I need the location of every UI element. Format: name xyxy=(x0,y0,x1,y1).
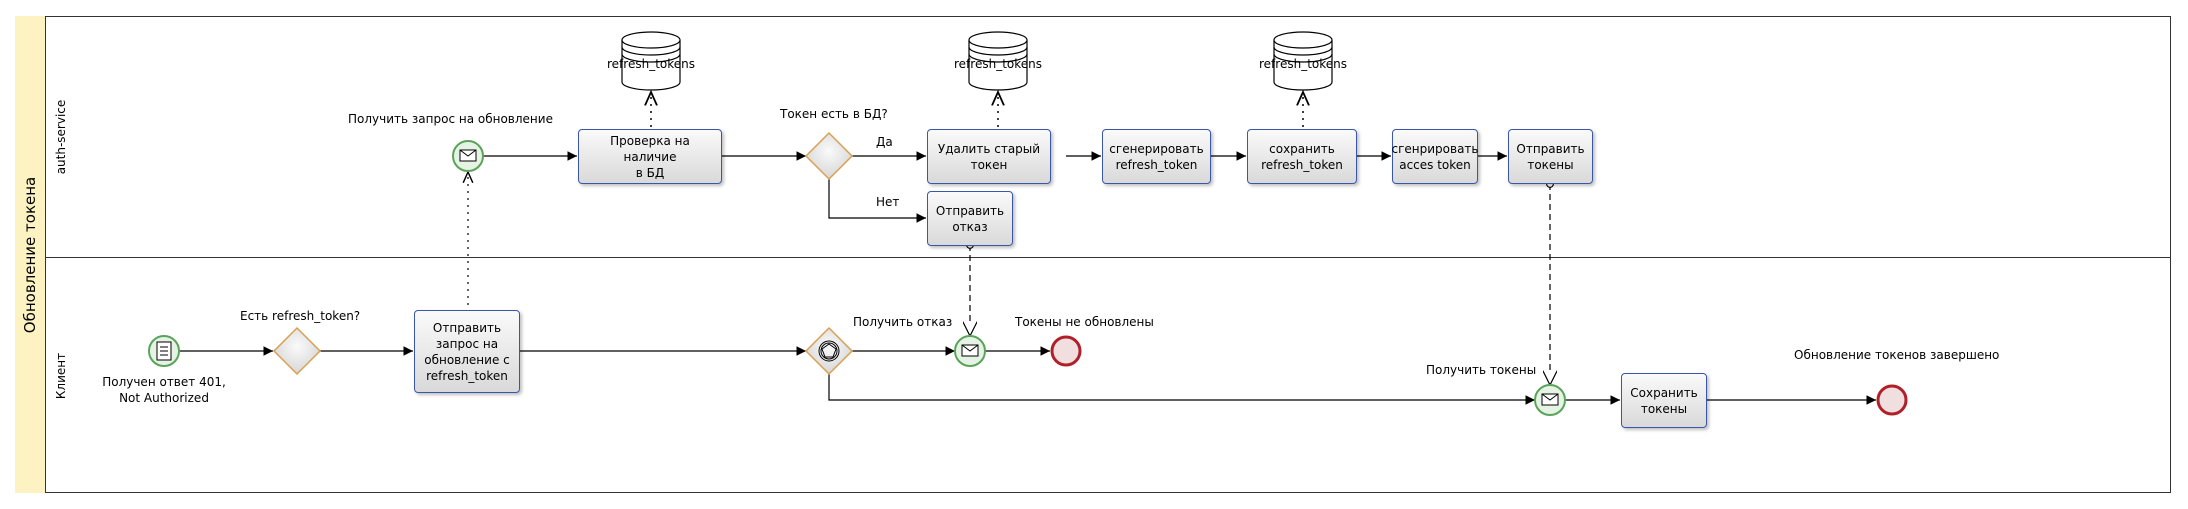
conditional-start-event xyxy=(148,335,180,367)
event-based-gateway xyxy=(804,326,854,376)
datastore-refresh-tokens-1: refresh_tokens xyxy=(607,31,695,91)
message-start-event-receive-request xyxy=(452,140,484,172)
data-associations xyxy=(651,92,1303,127)
task-delete-old-token[interactable]: Удалить старый токен xyxy=(927,129,1051,184)
pool-label: Обновление токена xyxy=(15,16,46,493)
task-check-db[interactable]: Проверка на наличие в БД xyxy=(578,129,722,184)
task-save-tokens[interactable]: Сохранить токены xyxy=(1621,373,1707,428)
label-yes: Да xyxy=(876,135,893,149)
task-send-refresh-request[interactable]: Отправить запрос на обновление с refresh… xyxy=(414,310,520,393)
sequence-flows-client xyxy=(179,346,1876,405)
task-send-tokens[interactable]: Отправить токены xyxy=(1508,129,1593,184)
message-flows xyxy=(468,172,1550,385)
message-catch-event-receive-reject xyxy=(954,335,986,367)
datastore-refresh-tokens-3: refresh_tokens xyxy=(1259,31,1347,91)
datastore-label-3: refresh_tokens xyxy=(1259,57,1347,71)
pentagon-icon xyxy=(821,343,837,358)
label-no: Нет xyxy=(876,195,900,209)
label-tokens-not-updated: Токены не обновлены xyxy=(1015,315,1154,329)
task-generate-refresh-token[interactable]: сгенерировать refresh_token xyxy=(1102,129,1211,184)
label-receive-request: Получить запрос на обновление xyxy=(348,112,553,126)
task-save-refresh-token[interactable]: сохранить refresh_token xyxy=(1247,129,1357,184)
message-catch-event-receive-tokens xyxy=(1534,384,1566,416)
label-update-complete: Обновление токенов завершено xyxy=(1794,348,2000,362)
exclusive-gateway-token-in-db xyxy=(804,131,854,181)
exclusive-gateway-has-refresh-token xyxy=(272,326,322,376)
label-token-in-db: Токен есть в БД? xyxy=(780,107,888,121)
datastore-label-1: refresh_tokens xyxy=(607,57,695,71)
label-receive-reject: Получить отказ xyxy=(853,315,953,329)
lane-auth-service xyxy=(46,16,2171,258)
sequence-flows-service xyxy=(481,151,1507,223)
task-generate-access-token[interactable]: сгенрировать acces token xyxy=(1392,129,1479,184)
end-event-update-complete xyxy=(1876,384,1908,416)
label-has-refresh-token: Есть refresh_token? xyxy=(240,309,361,323)
task-send-reject[interactable]: Отправить отказ xyxy=(927,191,1013,246)
end-event-tokens-not-updated xyxy=(1050,335,1082,367)
label-start-event: Получен ответ 401, Not Authorized xyxy=(102,375,226,405)
datastore-label-2: refresh_tokens xyxy=(954,57,1042,71)
datastore-refresh-tokens-2: refresh_tokens xyxy=(954,31,1042,91)
pool xyxy=(15,16,2171,493)
label-receive-tokens: Получить токены xyxy=(1426,363,1537,377)
